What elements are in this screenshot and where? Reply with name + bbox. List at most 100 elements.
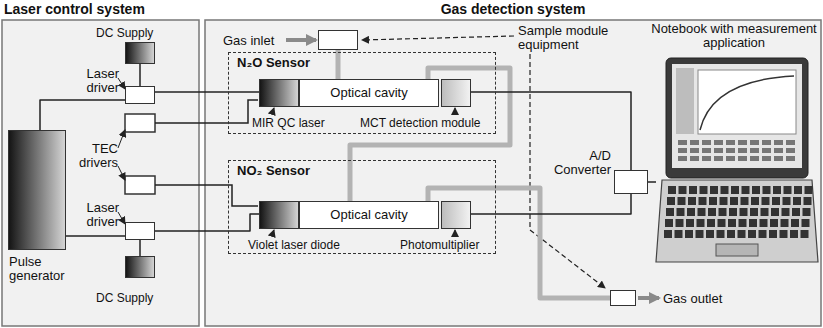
keyboard-key (793, 197, 801, 205)
keyboard-key (668, 186, 676, 194)
panel-ground (2, 20, 199, 326)
photomultiplier: Photomultiplier (441, 201, 471, 229)
keyboard-key (790, 230, 798, 238)
node-label: N₂O Sensor (237, 56, 387, 70)
laser-diode: Violet laser diode (259, 201, 299, 229)
keyboard-key (731, 186, 739, 194)
node-label: Pulse generator (9, 255, 73, 283)
keyboard-key (782, 208, 790, 216)
keyboard-key (728, 219, 736, 227)
laptop-screen (666, 58, 808, 178)
node-label: Violet laser diode (248, 238, 363, 252)
keyboard-key (700, 186, 708, 194)
flow-arrow (638, 296, 659, 300)
leader-arrow (118, 78, 125, 89)
screen-button (702, 148, 711, 153)
node-label: Gas detection system (205, 2, 821, 16)
keyboard-key (696, 230, 704, 238)
sensor-region: N₂O SensorMIR QC laserOptical cavityMCT … (228, 52, 496, 134)
keyboard-key (706, 230, 714, 238)
node-label: Photomultiplier (400, 238, 495, 252)
screen-button (738, 140, 747, 145)
keyboard-key (697, 219, 705, 227)
keyboard-key (742, 186, 750, 194)
screen-button (690, 140, 699, 145)
keyboard-key (689, 186, 697, 194)
keyboard-key (727, 230, 735, 238)
screen-button (690, 148, 699, 153)
node-label: Optical cavity (330, 86, 407, 100)
keyboard-key (699, 197, 707, 205)
leader-arrow (272, 108, 274, 114)
leader-arrow (118, 212, 125, 224)
dc-supply: DC Supply (125, 42, 155, 64)
keyboard-key (792, 208, 800, 216)
keyboard-key (802, 219, 810, 227)
chart-curve (700, 76, 794, 130)
screen-button (690, 156, 699, 161)
flow-arrow (286, 38, 316, 42)
node-label: Laser control system (4, 2, 199, 16)
tec-driver-box (125, 114, 155, 132)
node-label: Laser driver (63, 201, 119, 229)
tec-driver-box (125, 176, 155, 194)
screen-button (726, 140, 735, 145)
annotation-label: Sample module equipment (518, 24, 628, 52)
keyboard-key (676, 219, 684, 227)
leader-arrow (455, 108, 456, 114)
keyboard-key (686, 219, 694, 227)
qc-laser: MIR QC laser (259, 79, 299, 107)
node-label: MIR QC laser (252, 116, 352, 130)
screen-button (738, 156, 747, 161)
screen-button (750, 148, 759, 153)
signal-wire (471, 194, 631, 214)
screen-button (678, 148, 687, 153)
screen-button (702, 156, 711, 161)
keyboard-key (679, 186, 687, 194)
screen-button (762, 156, 771, 161)
keyboard-key (666, 208, 674, 216)
screen-button (726, 148, 735, 153)
node-label: NO₂ Sensor (237, 164, 387, 178)
keyboard-key (678, 197, 686, 205)
signal-wire (648, 181, 656, 183)
node-label: A/D Converter (541, 149, 611, 177)
screen-button (762, 148, 771, 153)
keyboard-key (771, 208, 779, 216)
optical-cavity: Optical cavity (299, 201, 439, 229)
keyboard-key (791, 219, 799, 227)
system-panel: Gas detection systemN₂O SensorMIR QC las… (205, 20, 821, 326)
tec-wire (155, 100, 258, 123)
gas-tube (336, 50, 341, 79)
gas-outlet: Gas outlet (610, 290, 636, 306)
screen-button (786, 140, 795, 145)
screen-display (672, 64, 802, 168)
keyboard-key (783, 197, 791, 205)
screen-button (762, 140, 771, 145)
node-label: Gas outlet (663, 292, 743, 306)
keyboard-key (773, 186, 781, 194)
keyboard-key (709, 197, 717, 205)
keyboard-key (717, 230, 725, 238)
keyboard-key (752, 186, 760, 194)
keyboard-key (740, 208, 748, 216)
keyboard-key (708, 208, 716, 216)
keyboard-key (794, 186, 802, 194)
optical-cavity: Optical cavity (299, 79, 439, 107)
screen-button (786, 156, 795, 161)
keyboard-key (675, 230, 683, 238)
tec-wire (155, 185, 258, 206)
screen-button (774, 140, 783, 145)
screen-button (714, 148, 723, 153)
trackpad (716, 244, 758, 256)
keyboard-key (801, 230, 809, 238)
screen-button (726, 156, 735, 161)
screen-button (714, 156, 723, 161)
screen-button (702, 140, 711, 145)
node-label: Gas inlet (223, 34, 287, 48)
keyboard-key (784, 186, 792, 194)
screen-button (714, 140, 723, 145)
keyboard-key (719, 208, 727, 216)
